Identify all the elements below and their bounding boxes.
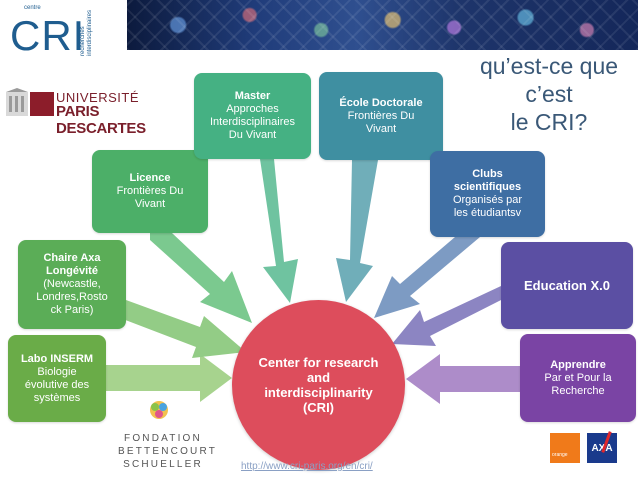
arrow-inserm	[106, 354, 232, 402]
box-education-title: Education X.0	[524, 278, 610, 293]
box-master-line2: Interdisciplinaires	[210, 116, 295, 128]
cri-logo-letters: CRI	[10, 12, 86, 59]
box-ecole-line2: Vivant	[365, 122, 397, 135]
university-logo: UNIVERSITÉ PARIS DESCARTES	[4, 88, 164, 137]
page-title: qu’est-ce que c’est le CRI?	[460, 52, 638, 136]
box-licence-line2: Vivant	[134, 198, 166, 210]
arrow-ecole	[336, 160, 378, 302]
box-licence-title: Licence	[129, 172, 171, 184]
center-circle-cri: Center for research and interdisciplinar…	[232, 300, 405, 470]
university-line1: UNIVERSITÉ	[56, 90, 140, 105]
box-master-title: Master	[234, 90, 271, 102]
box-axa-line2: Londres,Rosto	[36, 291, 108, 303]
box-master: Master Approches Interdisciplinaires Du …	[194, 73, 311, 159]
title-line3: le CRI?	[510, 109, 588, 135]
fondation-line3: SCHUELLER	[123, 459, 203, 470]
box-master-line1: Approches	[226, 103, 279, 115]
box-axa-line1: (Newcastle,	[43, 278, 101, 290]
cri-website-link[interactable]: http://www.cri-paris.org/en/cri/	[241, 461, 373, 472]
box-apprendre: Apprendre Par et Pour la Recherche	[520, 334, 636, 422]
arrow-apprendre	[406, 354, 520, 404]
fondation-line2: BETTENCOURT	[118, 446, 218, 457]
box-inserm-line1: Biologie	[37, 365, 77, 378]
orange-logo	[550, 433, 580, 463]
box-education-x0: Education X.0	[501, 242, 633, 329]
box-apprendre-line2: Recherche	[551, 384, 605, 397]
center-text: Center for research and interdisciplinar…	[258, 355, 379, 415]
box-axa-title: Chaire Axa	[43, 252, 101, 264]
cri-logo: centre CRI recherches interdisciplinaire…	[10, 4, 118, 59]
box-apprendre-title: Apprendre	[550, 358, 606, 371]
fondation-text: FONDATION BETTENCOURT SCHUELLER	[118, 432, 218, 471]
box-clubs-title2: scientifiques	[453, 181, 522, 193]
box-labo-inserm: Labo INSERM Biologie évolutive des systè…	[8, 335, 106, 422]
box-inserm-title: Labo INSERM	[20, 352, 94, 365]
box-clubs-line2: les étudiantsv	[453, 207, 522, 219]
arrow-master	[248, 159, 298, 303]
box-licence: Licence Frontières Du Vivant	[92, 150, 208, 233]
arrow-axa	[120, 300, 246, 358]
box-licence-line1: Frontières Du	[116, 185, 184, 197]
box-apprendre-line1: Par et Pour la	[544, 371, 612, 384]
box-ecole-line1: Frontières Du	[347, 109, 415, 122]
box-master-line3: Du Vivant	[228, 129, 277, 141]
box-clubs-line1: Organisés par	[452, 194, 523, 206]
university-red-block	[30, 92, 54, 116]
box-axa-title2: Longévité	[46, 265, 98, 277]
box-inserm-line3: systèmes	[33, 391, 81, 404]
header-banner-image	[127, 0, 638, 50]
title-line2: c’est	[525, 81, 573, 107]
fondation-logo-icon	[150, 401, 168, 419]
box-ecole-doctorale: École Doctorale Frontières Du Vivant	[319, 72, 443, 160]
fondation-line1: FONDATION	[124, 433, 202, 444]
box-chaire-axa: Chaire Axa Longévité (Newcastle, Londres…	[18, 240, 126, 329]
cri-logo-centre: centre	[24, 5, 41, 11]
box-ecole-title: École Doctorale	[339, 96, 423, 109]
box-clubs-scientifiques: Clubs scientifiques Organisés par les ét…	[430, 151, 545, 237]
orange-logo-text: orange	[552, 452, 568, 458]
box-clubs-title: Clubs	[472, 168, 503, 180]
arrow-education	[392, 286, 505, 346]
university-emblem-icon	[6, 88, 28, 116]
title-line1: qu’est-ce que	[479, 53, 619, 79]
box-axa-line3: ck Paris)	[50, 304, 94, 316]
university-line2: PARIS DESCARTES	[56, 103, 146, 137]
arrow-clubs	[374, 237, 480, 318]
box-inserm-line2: évolutive des	[24, 378, 90, 391]
arrow-licence	[150, 233, 252, 323]
